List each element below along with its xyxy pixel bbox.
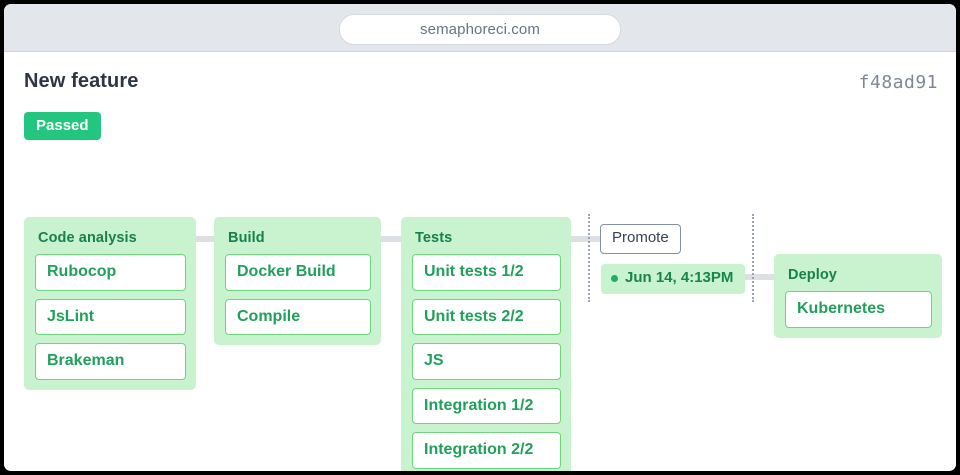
connector-build-to-tests bbox=[380, 236, 403, 242]
job-card[interactable]: Brakeman bbox=[35, 343, 186, 380]
job-card[interactable]: Unit tests 1/2 bbox=[412, 254, 561, 291]
url-bar[interactable]: semaphoreci.com bbox=[339, 14, 621, 45]
connector-tests-to-promote bbox=[570, 236, 600, 242]
pipeline-block-build: Build Docker Build Compile bbox=[214, 217, 381, 346]
browser-window: semaphoreci.com New feature f48ad91 Pass… bbox=[4, 4, 956, 471]
pipeline-divider-left bbox=[588, 214, 590, 302]
green-dot-icon bbox=[611, 274, 618, 282]
browser-chrome-bar: semaphoreci.com bbox=[4, 4, 956, 52]
job-card[interactable]: Kubernetes bbox=[785, 291, 932, 328]
connector-promote-to-deploy bbox=[740, 274, 777, 280]
pipeline-block-tests: Tests Unit tests 1/2 Unit tests 2/2 JS I… bbox=[401, 217, 571, 471]
pipeline-divider-right bbox=[752, 214, 754, 302]
block-title: Deploy bbox=[788, 267, 837, 283]
block-title: Tests bbox=[415, 230, 453, 246]
job-card[interactable]: Integration 2/2 bbox=[412, 432, 561, 469]
pipeline-block-code-analysis: Code analysis Rubocop JsLint Brakeman bbox=[24, 217, 196, 390]
connector-code-analysis-to-build bbox=[195, 236, 216, 242]
status-badge: Passed bbox=[24, 112, 101, 140]
job-card[interactable]: Integration 1/2 bbox=[412, 387, 561, 425]
job-card[interactable]: Docker Build bbox=[225, 254, 371, 291]
pipeline-block-deploy: Deploy Kubernetes bbox=[774, 254, 942, 338]
pipeline-diagram: Code analysis Rubocop JsLint Brakeman Bu… bbox=[4, 162, 956, 471]
block-title: Build bbox=[228, 230, 265, 246]
promote-button[interactable]: Promote bbox=[600, 224, 681, 254]
promotion-timestamp[interactable]: Jun 14, 4:13PM bbox=[601, 264, 746, 294]
commit-hash[interactable]: f48ad91 bbox=[858, 72, 938, 93]
job-card[interactable]: JS bbox=[412, 343, 561, 380]
promotion-timestamp-label: Jun 14, 4:13PM bbox=[625, 269, 734, 286]
page-title: New feature bbox=[24, 70, 139, 92]
url-text: semaphoreci.com bbox=[420, 21, 540, 38]
job-card[interactable]: JsLint bbox=[35, 298, 186, 336]
job-card[interactable]: Compile bbox=[225, 298, 371, 336]
job-card[interactable]: Unit tests 2/2 bbox=[412, 298, 561, 336]
job-card[interactable]: Rubocop bbox=[35, 254, 186, 291]
page-content: New feature f48ad91 Passed Code analysis… bbox=[4, 52, 956, 471]
block-title: Code analysis bbox=[38, 230, 137, 246]
